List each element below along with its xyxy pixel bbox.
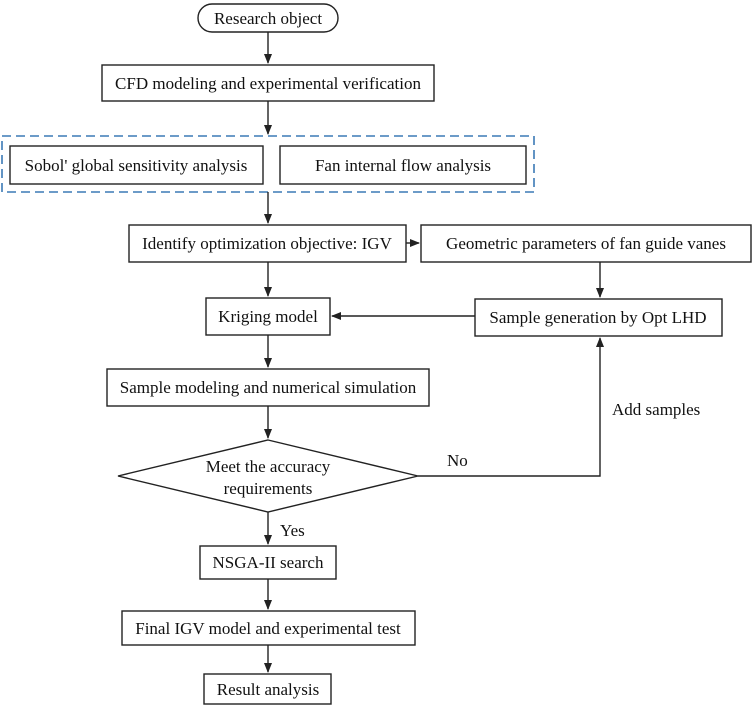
arrow-decision-no-to-sample-gen bbox=[418, 337, 604, 477]
sample-modeling-label: Sample modeling and numerical simulation bbox=[120, 378, 417, 397]
result-analysis-node: Result analysis bbox=[203, 673, 332, 705]
kriging-model-label: Kriging model bbox=[218, 307, 318, 326]
nsga-search-node: NSGA-II search bbox=[199, 545, 337, 580]
final-model-label: Final IGV model and experimental test bbox=[135, 619, 401, 638]
internal-flow-label: Fan internal flow analysis bbox=[315, 156, 491, 175]
cfd-modeling-node: CFD modeling and experimental verificati… bbox=[101, 64, 435, 102]
decision-label-line1: Meet the accuracy bbox=[206, 457, 331, 476]
kriging-model-node: Kriging model bbox=[205, 297, 331, 336]
sample-generation-label: Sample generation by Opt LHD bbox=[489, 308, 706, 327]
result-analysis-label: Result analysis bbox=[217, 680, 319, 699]
sobol-analysis-label: Sobol' global sensitivity analysis bbox=[25, 156, 248, 175]
final-model-node: Final IGV model and experimental test bbox=[121, 610, 416, 646]
sobol-analysis-node: Sobol' global sensitivity analysis bbox=[9, 145, 264, 185]
start-node-label: Research object bbox=[214, 9, 322, 28]
accuracy-decision-node: Meet the accuracy requirements bbox=[117, 439, 419, 513]
edge-label-no: No bbox=[447, 451, 468, 470]
sample-modeling-node: Sample modeling and numerical simulation bbox=[106, 368, 430, 407]
identify-objective-node: Identify optimization objective: IGV bbox=[128, 224, 407, 263]
geometric-params-label: Geometric parameters of fan guide vanes bbox=[446, 234, 726, 253]
edge-label-add-samples: Add samples bbox=[612, 400, 700, 419]
identify-objective-label: Identify optimization objective: IGV bbox=[142, 234, 392, 253]
start-node: Research object bbox=[197, 3, 339, 33]
sample-generation-node: Sample generation by Opt LHD bbox=[474, 298, 723, 337]
decision-label-line2: requirements bbox=[224, 479, 313, 498]
geometric-params-node: Geometric parameters of fan guide vanes bbox=[420, 224, 752, 263]
nsga-search-label: NSGA-II search bbox=[213, 553, 324, 572]
cfd-modeling-label: CFD modeling and experimental verificati… bbox=[115, 74, 421, 93]
edge-label-yes: Yes bbox=[280, 521, 305, 540]
internal-flow-node: Fan internal flow analysis bbox=[279, 145, 527, 185]
